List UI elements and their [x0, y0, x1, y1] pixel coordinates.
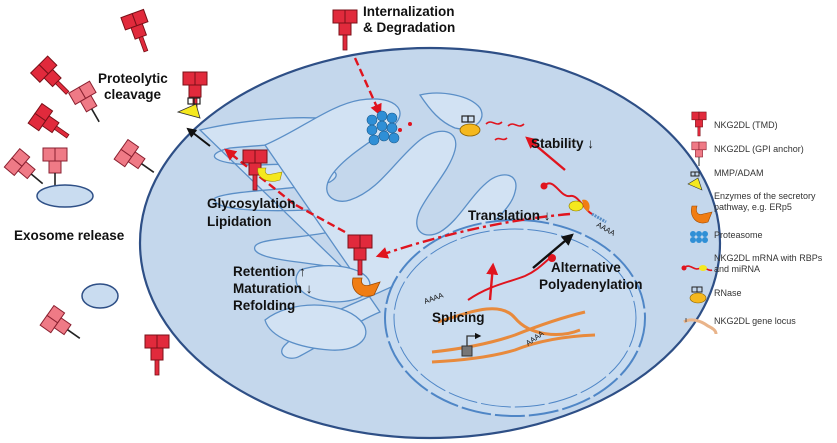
legend-tmd-icon — [691, 111, 707, 137]
legend-label-mrna: and miRNA — [714, 264, 760, 274]
label-proteolytic-2: cleavage — [104, 87, 162, 102]
gene-locus — [431, 307, 596, 364]
label-glycosylation-2: Lipidation — [207, 214, 272, 229]
label-splicing: Splicing — [432, 310, 485, 325]
label-exosome: Exosome release — [14, 228, 125, 243]
legend: NKG2DL (TMD) NKG2DL (GPI anchor) MMP/ADAM E… — [714, 120, 823, 326]
label-alt-polyadenylation-1: Alternative — [551, 260, 621, 275]
er-enzyme — [352, 277, 381, 297]
mmp-adam — [176, 97, 201, 119]
legend-label-secretory-enzyme: Enzymes of the secretory — [714, 191, 816, 201]
label-retention-1: Retention ↑ — [233, 264, 306, 279]
legend-label-mrna: NKG2DL mRNA with RBPs — [714, 253, 823, 263]
label-alt-polyadenylation-2: Polyadenylation — [539, 277, 643, 292]
label-retention-3: Refolding — [233, 298, 295, 313]
legend-label-gpi-anchor: NKG2DL (GPI anchor) — [714, 144, 804, 154]
er-enzyme-2 — [257, 167, 283, 182]
legend-label-secretory-enzyme: pathway, e.g. ERp5 — [714, 202, 792, 212]
label-internalization-1: Internalization — [363, 4, 455, 19]
label-proteolytic-1: Proteolytic — [98, 71, 168, 86]
legend-icons — [681, 111, 718, 335]
cytoplasmic-mrna — [540, 182, 607, 224]
legend-label-rnase: RNase — [714, 288, 742, 298]
label-stability: Stability ↓ — [531, 136, 594, 151]
exosomes — [36, 184, 119, 309]
spliced-mrna — [467, 254, 556, 301]
legend-mmp-adam-icon — [687, 171, 703, 191]
legend-gene-locus-icon — [683, 318, 718, 335]
label-glycosylation-1: Glycosylation — [207, 196, 296, 211]
legend-secretory-enzyme-icon — [691, 205, 713, 224]
label-retention-2: Maturation ↓ — [233, 281, 313, 296]
label-internalization-2: & Degradation — [363, 20, 455, 35]
proteasome — [366, 110, 400, 146]
legend-proteasome-icon — [690, 231, 708, 243]
legend-label-mmp-adam: MMP/ADAM — [714, 168, 764, 178]
rnase-degraded-mrna — [459, 115, 525, 141]
arrows — [186, 57, 574, 301]
label-translation: Translation ↓ — [468, 208, 551, 223]
legend-mrna-icon — [681, 265, 713, 272]
legend-label-tmd: NKG2DL (TMD) — [714, 120, 778, 130]
legend-rnase-icon — [689, 286, 707, 304]
legend-label-gene-locus: NKG2DL gene locus — [714, 316, 796, 326]
legend-label-proteasome: Proteasome — [714, 230, 763, 240]
